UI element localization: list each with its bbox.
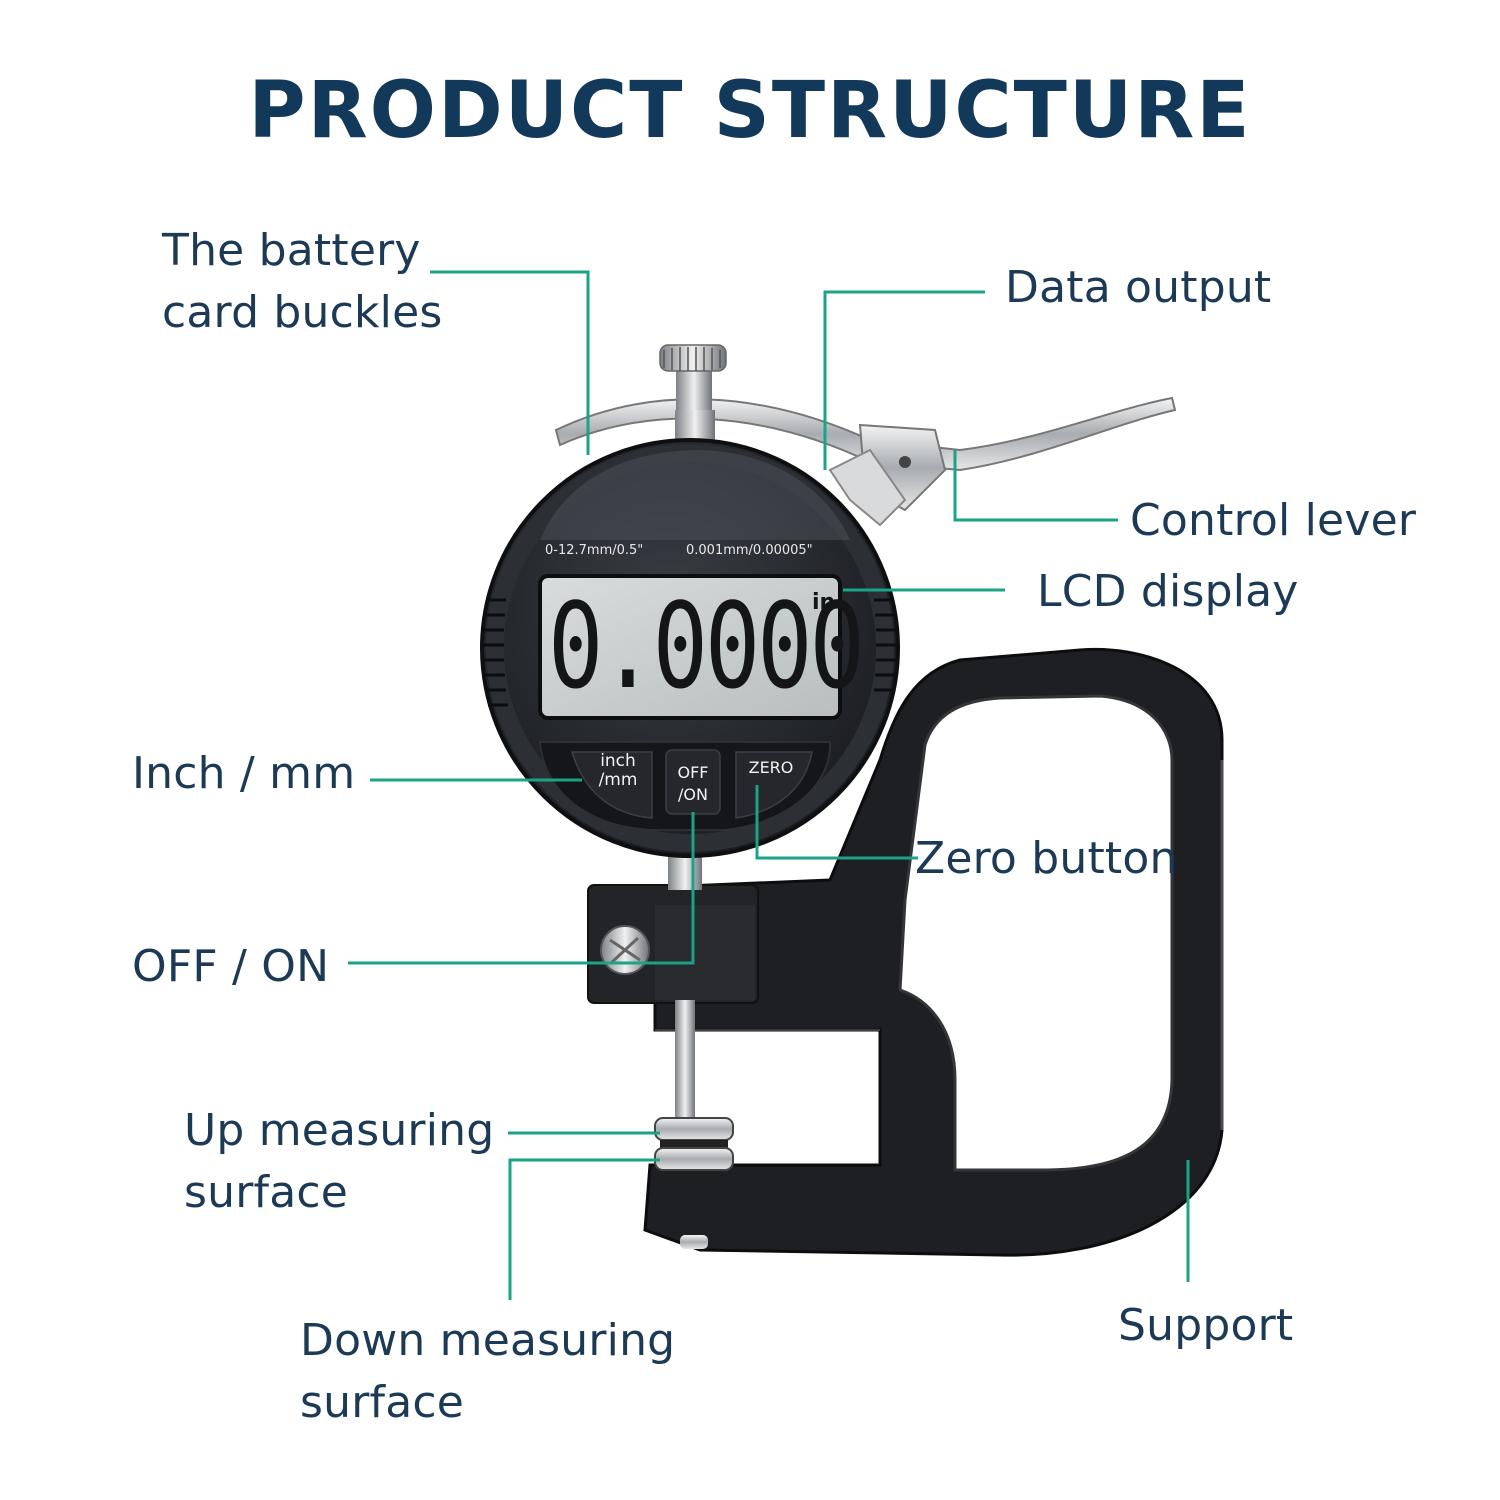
- off-on-button-label[interactable]: OFF /ON: [677, 763, 709, 804]
- down-measuring-surface: [654, 1147, 734, 1171]
- inch-mm-button-label[interactable]: inch /mm: [598, 751, 638, 790]
- label-battery-card-buckles: The battery card buckles: [162, 225, 443, 338]
- label-down-measuring-surface: Down measuring surface: [300, 1315, 676, 1428]
- label-control-lever: Control lever: [1130, 495, 1417, 546]
- page-title: PRODUCT STRUCTURE: [248, 66, 1252, 156]
- leader-lines: [348, 270, 1190, 1300]
- label-support: Support: [1118, 1300, 1294, 1351]
- label-lcd-display: LCD display: [1037, 566, 1299, 617]
- range-text: 0-12.7mm/0.5": [545, 543, 644, 558]
- label-data-output: Data output: [1005, 262, 1272, 313]
- label-off-on: OFF / ON: [132, 941, 330, 992]
- lcd-reading: 0.0000: [548, 577, 865, 715]
- up-measuring-surface: [654, 1117, 734, 1141]
- zero-button-label[interactable]: ZERO: [748, 758, 794, 777]
- resolution-text: 0.001mm/0.00005": [686, 543, 813, 558]
- label-up-measuring-surface: Up measuring surface: [184, 1105, 495, 1218]
- lcd-window: [538, 574, 842, 720]
- lcd-unit: in: [812, 590, 836, 615]
- label-zero-button: Zero button: [915, 833, 1178, 884]
- inch-mm-button: [570, 751, 653, 819]
- top-knob: [659, 344, 727, 372]
- label-inch-mm: Inch / mm: [132, 748, 356, 799]
- support-frame-inner: [898, 694, 1174, 1172]
- zero-button: [735, 751, 813, 819]
- spindle: [675, 1000, 695, 1120]
